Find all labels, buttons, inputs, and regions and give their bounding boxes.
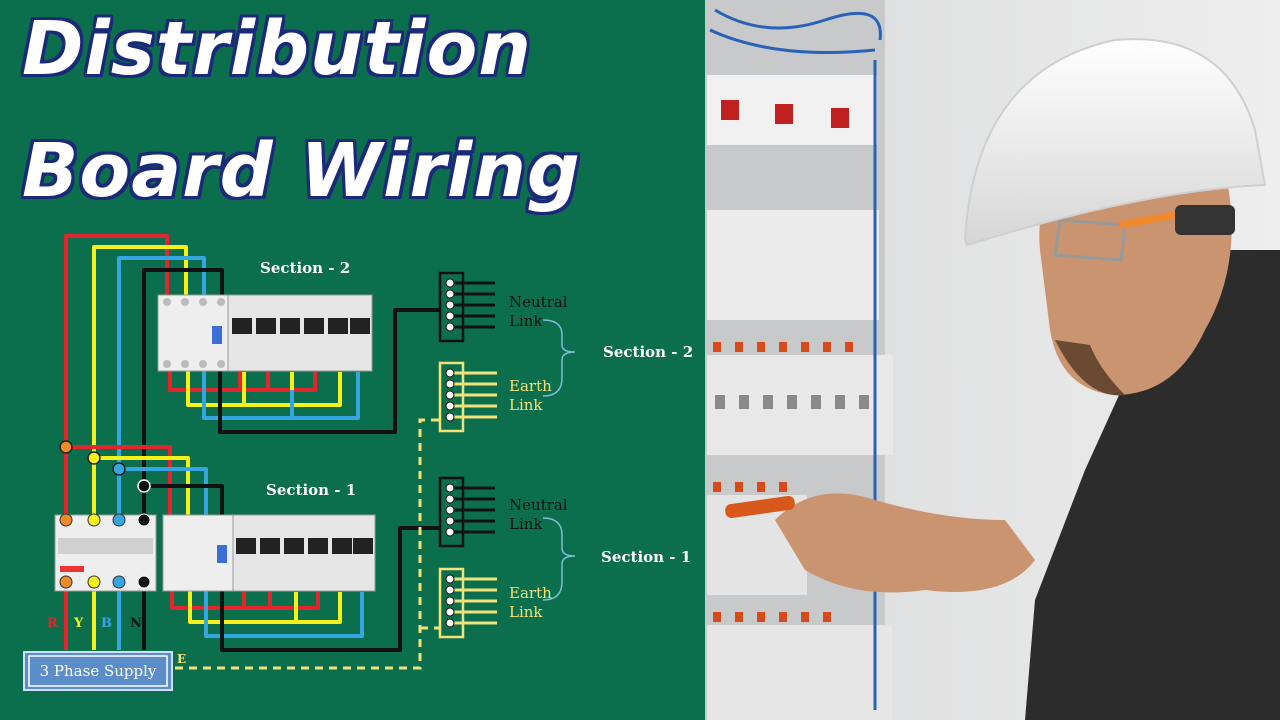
blue-wire-main	[117, 256, 206, 520]
s2-blue-loop	[202, 370, 360, 420]
earth-e-label: E	[177, 652, 186, 666]
section-2-side-label: Section - 2	[603, 343, 693, 361]
section-1-board	[162, 514, 376, 592]
section-1-title: Section - 1	[266, 481, 356, 499]
red-wire-main	[64, 234, 169, 520]
main-isolator	[54, 513, 157, 592]
safety-glasses	[1053, 218, 1127, 262]
phase-r-label: R	[47, 616, 58, 631]
section-2-board	[157, 294, 373, 372]
black-wire-main	[142, 268, 224, 520]
earth-link-s1-line2: Link	[509, 603, 543, 621]
neutral-link-s1-line1: Neutral	[509, 496, 568, 514]
earth-link-s1-line1: Earth	[509, 584, 552, 602]
earth-link-s1	[438, 567, 497, 639]
supply-label: 3 Phase Supply	[40, 662, 157, 680]
section-1-side-label: Section - 1	[601, 548, 691, 566]
s2-neutral-wire	[218, 308, 440, 434]
section-2-title: Section - 2	[260, 259, 350, 277]
neutral-link-s1-line2: Link	[509, 515, 543, 533]
wiring-diagram: Section - 2 Section - 1 Neutral Link Ear…	[23, 234, 693, 691]
neutral-link-s2-line2: Link	[509, 312, 543, 330]
earth-link-s2-line2: Link	[509, 396, 543, 414]
hands	[775, 493, 1035, 593]
title-line-2: Board Wiring	[22, 128, 581, 214]
s1-red-loop	[170, 590, 320, 610]
earth-link-s2	[438, 361, 497, 433]
s1-yellow-loop	[188, 590, 342, 624]
brace-section-1	[542, 517, 576, 601]
earth-link-s2-line1: Earth	[509, 377, 552, 395]
yellow-wire-main	[92, 245, 188, 520]
brace-section-2	[542, 319, 576, 397]
jacket	[1025, 250, 1280, 720]
hard-hat	[963, 38, 1267, 247]
black-wire-s1	[144, 484, 224, 518]
red-wire-s1	[66, 445, 172, 518]
phase-b-label: B	[101, 616, 112, 631]
title-line-1: Distribution	[22, 6, 532, 92]
neutral-link-s2	[438, 271, 495, 343]
phase-n-label: N	[130, 616, 142, 631]
neutral-link-s2-line1: Neutral	[509, 293, 568, 311]
phase-y-label: Y	[73, 616, 84, 631]
s2-yellow-loop	[186, 370, 342, 407]
diagram-panel: Distribution Board Wiring	[22, 6, 694, 691]
blue-wire-s1	[119, 467, 208, 518]
earth-dashed-wire	[175, 418, 440, 670]
neutral-link-s1	[438, 476, 495, 548]
yellow-wire-s1	[94, 456, 190, 518]
electrician-photo	[705, 0, 1280, 720]
s1-neutral-wire	[220, 526, 440, 652]
photo-illustration	[705, 0, 1280, 720]
s1-blue-loop	[204, 590, 364, 638]
